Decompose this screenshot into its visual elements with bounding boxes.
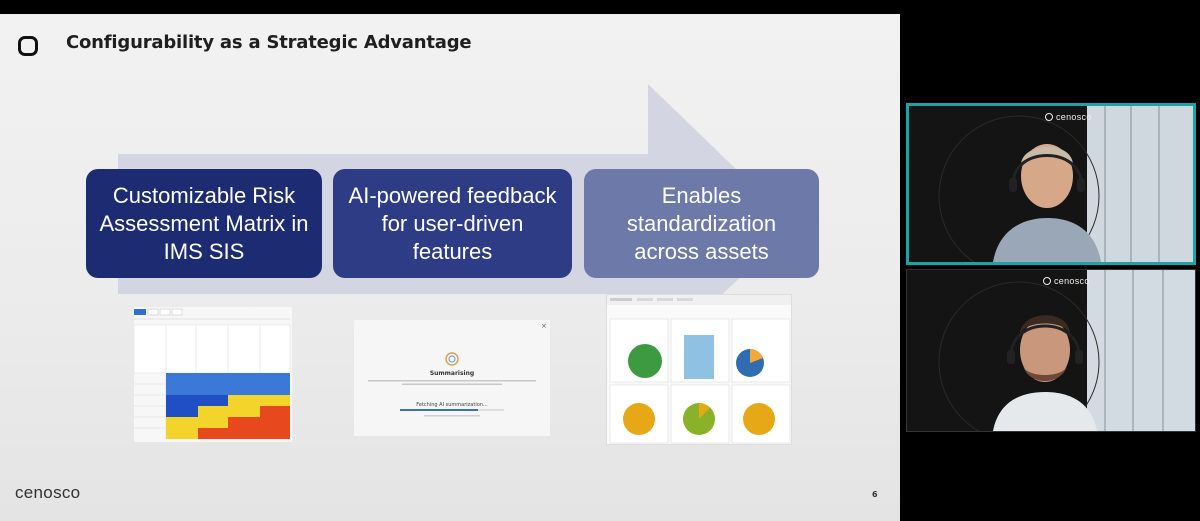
summary-heading: Summarising: [429, 370, 475, 377]
summary-description-lines: [368, 380, 536, 385]
dashboard-graphic: [607, 295, 791, 444]
feature-box-label: AI-powered feedback for user-driven feat…: [348, 182, 557, 264]
cenosco-logo: cenosco: [15, 483, 81, 502]
participant-video-tile-1[interactable]: cenosco: [906, 103, 1196, 265]
title-bullet-icon: [18, 36, 38, 56]
participant-video-feed: [907, 270, 1195, 431]
feature-box-label: Enables standardization across assets: [626, 182, 777, 264]
close-icon: ×: [541, 322, 547, 330]
progress-bar: [400, 409, 504, 417]
participant-video-feed: [909, 106, 1193, 262]
feature-box-label: Customizable Risk Assessment Matrix in I…: [99, 182, 309, 264]
risk-matrix-graphic: [134, 308, 291, 439]
tile-brand-label: cenosco: [1043, 276, 1090, 286]
ai-sparkle-icon: [445, 352, 459, 366]
page-number: 6: [872, 490, 878, 499]
feature-box-standardization: Enables standardization across assets: [584, 169, 819, 278]
ai-summary-screenshot: × Summarising Fetching AI summarization.…: [354, 320, 550, 436]
dashboard-screenshot: [606, 294, 792, 445]
feature-box-risk-matrix: Customizable Risk Assessment Matrix in I…: [86, 169, 322, 278]
participant-video-tile-2[interactable]: cenosco: [906, 269, 1196, 432]
risk-matrix-screenshot: [134, 307, 292, 442]
tile-brand-label: cenosco: [1045, 112, 1092, 122]
presentation-slide: Configurability as a Strategic Advantage…: [0, 14, 900, 521]
feature-box-ai-feedback: AI-powered feedback for user-driven feat…: [333, 169, 572, 278]
summary-status: Fetching AI summarization...: [416, 402, 488, 408]
slide-title: Configurability as a Strategic Advantage: [66, 32, 472, 53]
